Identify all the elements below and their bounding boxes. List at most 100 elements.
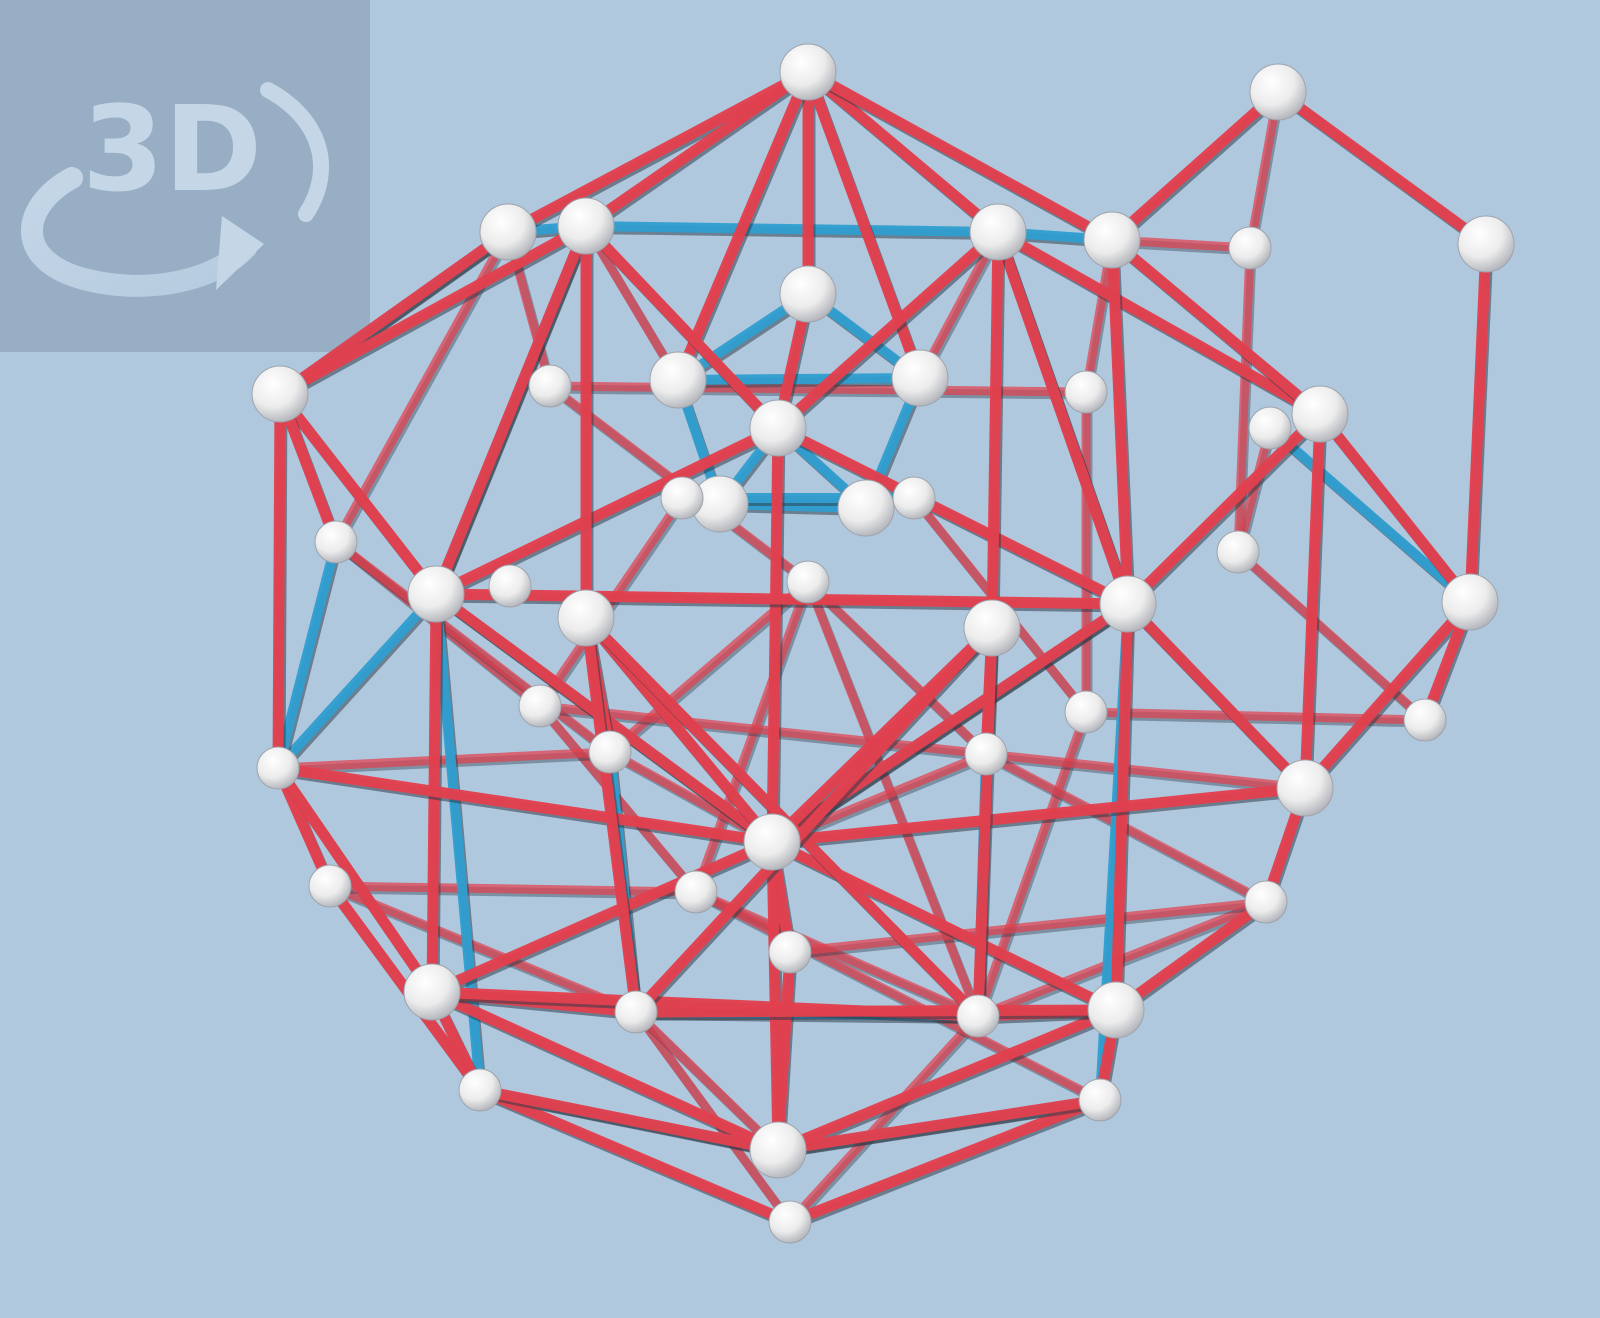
front-edges: [272, 66, 1494, 1231]
vertex-node: [1064, 370, 1108, 414]
edge-AW-AV: [772, 1094, 1106, 1156]
vertex-node: [786, 560, 830, 604]
badge-3d-text: 3D: [82, 80, 262, 218]
edge-AQ-AW: [426, 986, 784, 1156]
edge-A-K: [672, 66, 814, 386]
edge-D-E: [581, 221, 1003, 237]
vertex-node: [1248, 406, 1292, 450]
vertex-node: [1064, 690, 1108, 734]
edge-AE-V: [273, 537, 341, 773]
vertex-node: [458, 1068, 502, 1112]
vertex-node: [308, 864, 352, 908]
edge-N-AB: [1122, 408, 1326, 610]
edge-AD-AJ: [1299, 596, 1476, 794]
vertex-node: [479, 203, 537, 261]
edge-D-M: [580, 220, 784, 434]
vertex-node: [528, 364, 572, 408]
vertex-nodes: [251, 43, 1515, 1244]
vertex-node: [407, 565, 465, 623]
vertex-node: [768, 930, 812, 974]
edge-E-AA: [986, 226, 1004, 634]
edge-AL-AQ: [426, 836, 778, 998]
edge-J-X: [274, 388, 442, 600]
edge-M-AB: [772, 422, 1134, 610]
edge-AU-AW: [474, 1084, 784, 1156]
vertex-node: [1457, 215, 1515, 273]
vertex-node: [1099, 575, 1157, 633]
vertex-node: [1087, 981, 1145, 1039]
vertex-node: [779, 43, 837, 101]
edge-AL-AJ: [766, 782, 1311, 848]
vertex-node: [963, 599, 1021, 657]
edge-M-AL: [766, 422, 784, 848]
edge-E-AB: [992, 226, 1134, 610]
vertex-node: [768, 1200, 812, 1244]
edge-B-G: [1272, 86, 1492, 250]
edge-AT-AO: [1110, 896, 1272, 1016]
vertex-node: [779, 265, 837, 323]
vertex-node: [674, 870, 718, 914]
vertex-node: [891, 349, 949, 407]
edge-E-N: [992, 226, 1326, 420]
edge-AA-AS: [972, 622, 998, 1022]
edge-D-J: [274, 220, 592, 400]
vertex-node: [614, 990, 658, 1034]
edge-E-M: [772, 226, 1004, 434]
edge-J-AE: [272, 388, 286, 774]
edge-V-AG: [331, 537, 615, 757]
edge-O-AD: [1265, 423, 1475, 607]
vertex-node: [649, 351, 707, 409]
edge-AJ-AB: [1122, 598, 1311, 794]
edge-AN-AV: [691, 887, 1105, 1105]
edge-AM-AN: [325, 881, 701, 897]
vertex-node: [251, 365, 309, 423]
edge-AT-AR: [630, 1004, 1122, 1018]
edge-M-X: [430, 422, 784, 600]
vertex-node: [660, 476, 704, 520]
vertex-node: [488, 564, 532, 608]
vertex-node: [1083, 211, 1141, 269]
vertex-node: [557, 197, 615, 255]
vertex-node: [557, 589, 615, 647]
vertex-node: [1216, 530, 1260, 574]
vertex-node: [1291, 385, 1349, 443]
edge-N-AD: [1314, 408, 1476, 608]
vertex-node: [1228, 226, 1272, 270]
vertex-node: [1249, 63, 1307, 121]
edge-F-N: [1106, 234, 1326, 420]
vertex-node: [1078, 1078, 1122, 1122]
edge-AW-AT: [772, 1004, 1122, 1156]
edge-AC-AS: [803, 577, 983, 1021]
vertex-node: [1244, 880, 1288, 924]
edge-G-AD: [1464, 238, 1492, 608]
edge-Z-AR: [580, 612, 642, 1018]
vertex-node: [1403, 698, 1447, 742]
vertex-node: [588, 730, 632, 774]
edge-D-X: [430, 220, 592, 600]
vertex-node: [964, 732, 1008, 776]
vertex-node: [837, 479, 895, 537]
edge-A-E: [802, 66, 1004, 238]
vertex-node: [1441, 573, 1499, 631]
vertex-node: [743, 813, 801, 871]
vertex-node: [403, 963, 461, 1021]
edge-AX-AV: [784, 1094, 1106, 1228]
vertex-node: [749, 1121, 807, 1179]
edge-AR-AW: [631, 1007, 783, 1155]
vertex-node: [1276, 759, 1334, 817]
rotate-3d-icon: 3D: [21, 80, 329, 297]
edge-D-K: [581, 221, 683, 385]
edge-N-AJ: [1299, 408, 1326, 794]
vertex-node: [314, 520, 358, 564]
vertex-node: [956, 994, 1000, 1038]
edge-A-C: [502, 66, 814, 238]
vertex-node: [892, 476, 936, 520]
edge-B-F: [1106, 86, 1284, 246]
3d-badge-panel[interactable]: 3D: [0, 0, 370, 352]
vertex-node: [969, 203, 1027, 261]
vertex-node: [518, 684, 562, 728]
edge-X-AB: [430, 588, 1134, 610]
